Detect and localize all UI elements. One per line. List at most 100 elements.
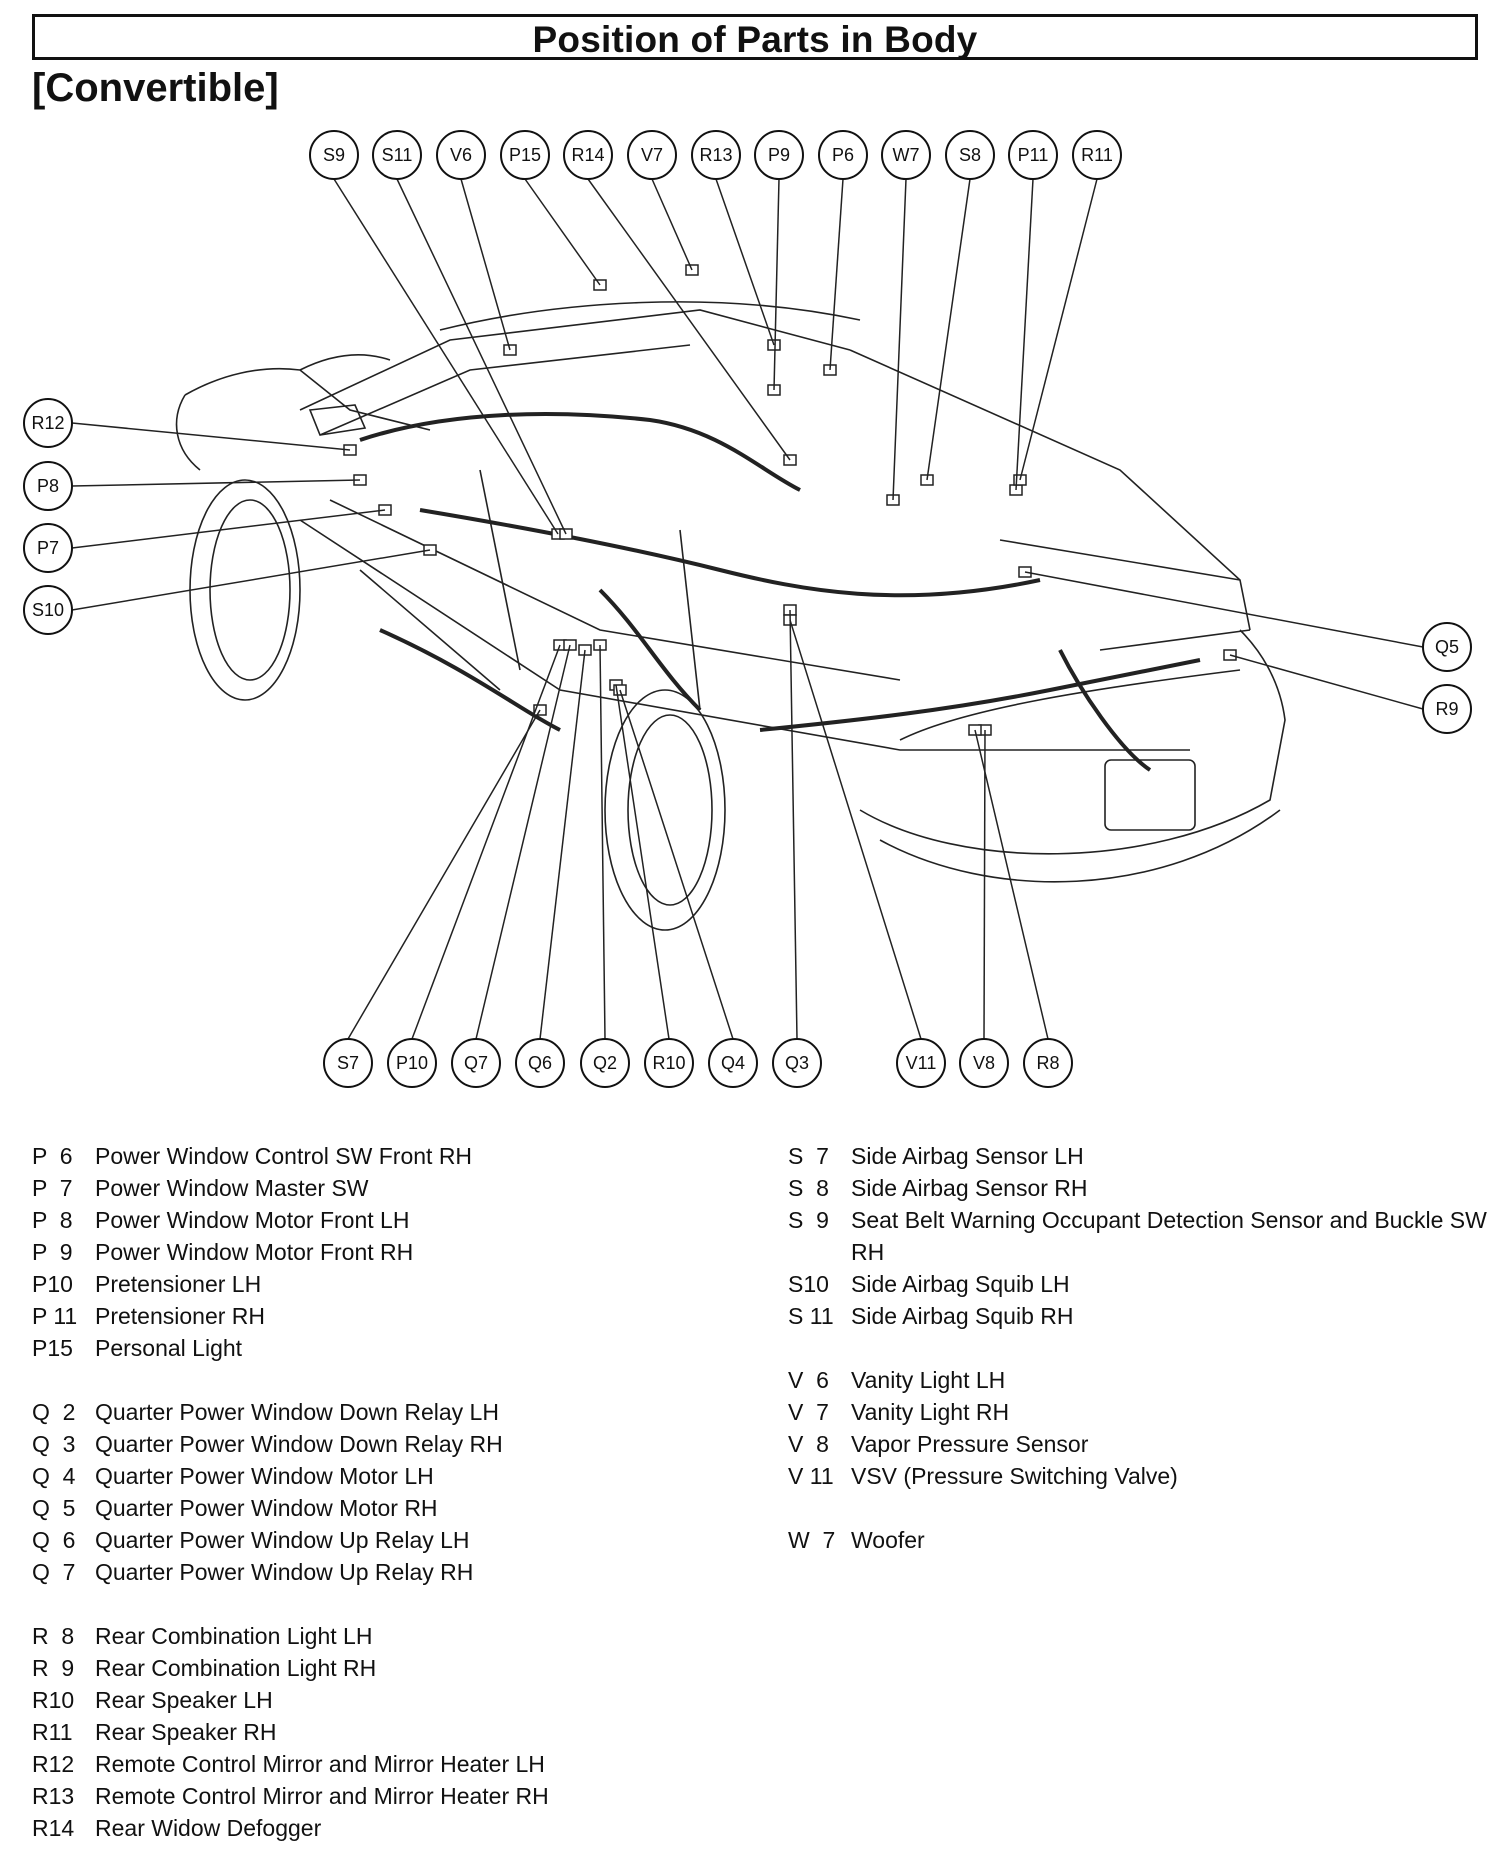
callout-circle (627, 130, 677, 180)
callout-leader-lines (71, 178, 1424, 1040)
legend-description: Power Window Master SW (95, 1175, 369, 1201)
leader-line (475, 644, 571, 1040)
leader-line (892, 178, 907, 501)
legend-row: V 7 Vanity Light RH (788, 1396, 1488, 1428)
callout-label: R11 (1081, 145, 1113, 165)
legend-description: Quarter Power Window Motor RH (95, 1495, 438, 1521)
legend-code: Q 2 (32, 1399, 76, 1425)
leader-line (1229, 654, 1424, 710)
legend-description: Vanity Light RH (851, 1399, 1010, 1425)
legend-description: Power Window Motor Front RH (95, 1239, 414, 1265)
legend-row: V 6 Vanity Light LH (788, 1364, 1488, 1396)
callout-label: Q4 (721, 1053, 745, 1073)
callout-q3: Q3 (772, 1038, 822, 1088)
legend-description: Side Airbag Squib RH (851, 1303, 1074, 1329)
legend-description: Vapor Pressure Sensor (851, 1431, 1089, 1457)
callout-circle (1008, 130, 1058, 180)
callout-circle (323, 1038, 373, 1088)
leader-line (333, 178, 559, 535)
callout-circle (372, 130, 422, 180)
callout-circle (754, 130, 804, 180)
legend-code: S 11 (788, 1303, 834, 1329)
leader-line (983, 729, 986, 1040)
page-subtitle: [Convertible] (32, 66, 279, 110)
callout-w7: W7 (881, 130, 931, 180)
leader-line (587, 178, 791, 461)
legend-description: Side Airbag Squib LH (851, 1271, 1070, 1297)
callout-circle (436, 130, 486, 180)
legend-code: W 7 (788, 1527, 836, 1553)
leader-line (71, 549, 431, 611)
leader-line (1015, 178, 1034, 491)
legend-row: S 11 Side Airbag Squib RH (788, 1300, 1488, 1332)
legend-code: R14 (32, 1815, 75, 1841)
legend-code: V 6 (788, 1367, 829, 1393)
legend-description: Seat Belt Warning Occupant Detection Sen… (851, 1207, 1487, 1265)
legend-code: V 8 (788, 1431, 829, 1457)
legend-description: Rear Speaker LH (95, 1687, 273, 1713)
callout-circle (644, 1038, 694, 1088)
legend-description: Rear Widow Defogger (95, 1815, 322, 1841)
callout-q6: Q6 (515, 1038, 565, 1088)
callout-q4: Q4 (708, 1038, 758, 1088)
legend-code: S 8 (788, 1175, 829, 1201)
leader-line (615, 684, 670, 1040)
callout-label: R14 (571, 145, 604, 165)
callout-label: Q3 (785, 1053, 809, 1073)
legend-description: Rear Speaker RH (95, 1719, 277, 1745)
callout-label: Q7 (464, 1053, 488, 1073)
callout-label: P10 (396, 1053, 428, 1073)
legend-description: Power Window Motor Front LH (95, 1207, 410, 1233)
callout-label: P15 (509, 145, 541, 165)
legend-description: Vanity Light LH (851, 1367, 1006, 1393)
legend-code: R 8 (32, 1623, 75, 1649)
legend-description: Quarter Power Window Down Relay RH (95, 1431, 503, 1457)
page-title: Position of Parts in Body (532, 19, 978, 60)
leader-line (524, 178, 601, 286)
callout-label: R12 (31, 413, 64, 433)
leader-line (71, 509, 386, 549)
callout-label: S11 (382, 145, 413, 165)
legend-description: Quarter Power Window Motor LH (95, 1463, 434, 1489)
legend-code: R 9 (32, 1655, 75, 1681)
leader-line (974, 729, 1049, 1040)
callout-circle (500, 130, 550, 180)
callout-q5: Q5 (1422, 622, 1472, 672)
callout-label: R9 (1435, 699, 1458, 719)
callout-r8: R8 (1023, 1038, 1073, 1088)
legend-gap (32, 1588, 772, 1620)
callout-r10: R10 (644, 1038, 694, 1088)
legend-code: V 7 (788, 1399, 829, 1425)
callout-p6: P6 (818, 130, 868, 180)
title-box: Position of Parts in Body (32, 14, 1478, 60)
callout-label: S9 (323, 145, 345, 165)
callout-circle (818, 130, 868, 180)
callout-r13: R13 (691, 130, 741, 180)
callout-r12: R12 (23, 398, 73, 448)
car-body-outline (175, 301, 1286, 931)
legend-code: Q 5 (32, 1495, 76, 1521)
callout-r9: R9 (1422, 684, 1472, 734)
callout-q2: Q2 (580, 1038, 630, 1088)
callout-circle (708, 1038, 758, 1088)
legend-code: P15 (32, 1335, 73, 1361)
legend-code: R12 (32, 1751, 75, 1777)
callout-circle (691, 130, 741, 180)
legend-code: P 11 (32, 1303, 78, 1329)
leader-line (460, 178, 511, 351)
legend-description: Quarter Power Window Up Relay RH (95, 1559, 474, 1585)
legend-row: V 8 Vapor Pressure Sensor (788, 1428, 1488, 1460)
